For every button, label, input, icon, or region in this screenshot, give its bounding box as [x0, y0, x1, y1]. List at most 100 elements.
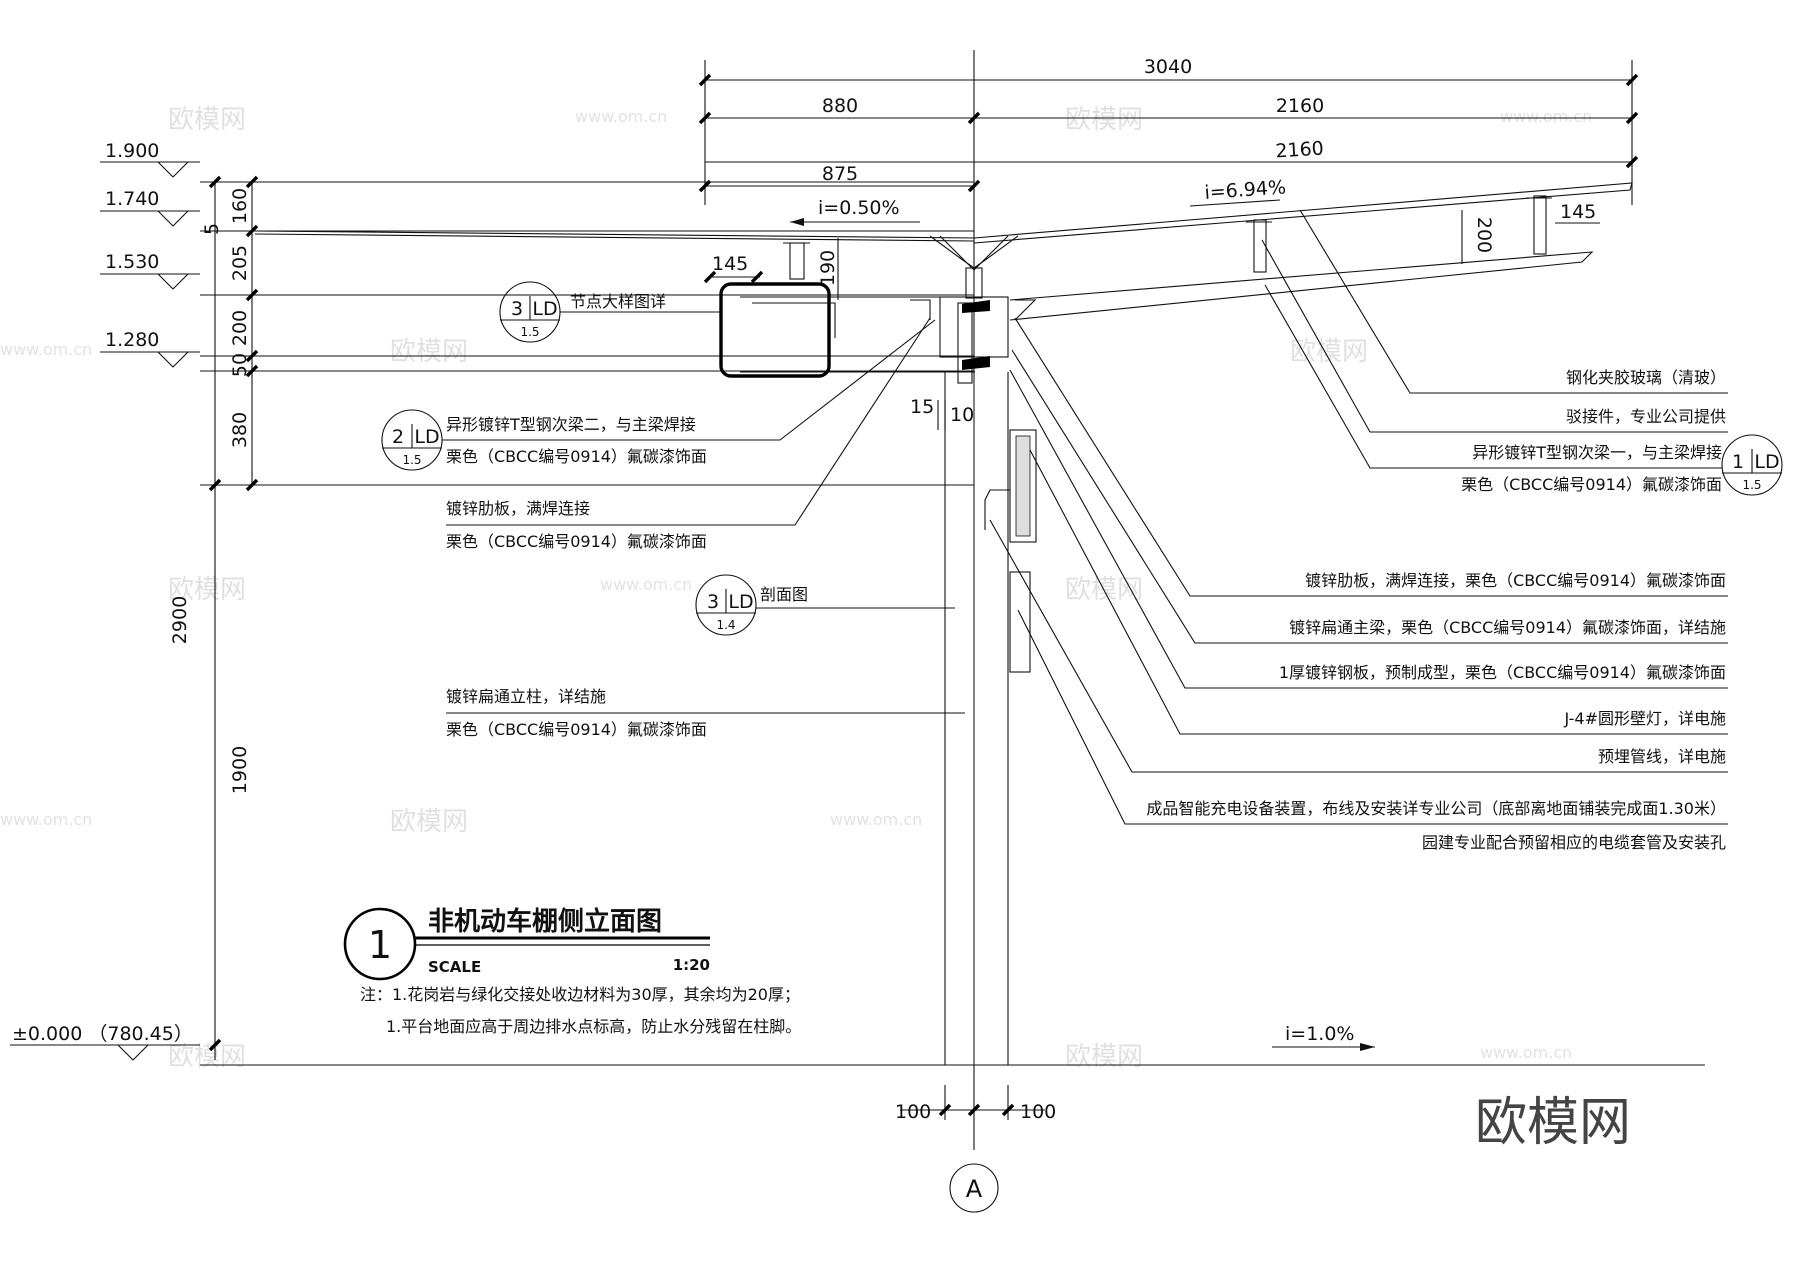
dim-right-width: 2160 — [1276, 95, 1324, 117]
watermark-brand: 欧模网 — [390, 807, 468, 837]
svg-text:节点大样图详: 节点大样图详 — [570, 292, 666, 311]
dim-145-left: 145 — [712, 253, 748, 275]
dim-200: 200 — [1473, 217, 1495, 253]
canopy-structure — [254, 182, 1633, 384]
svg-text:1.5: 1.5 — [1742, 478, 1761, 492]
section-callout: 3 LD 1.4 剖面图 — [695, 574, 955, 636]
watermark-url: www.om.cn — [1480, 1043, 1572, 1062]
right-annotation: 预埋管线，详电施 — [989, 519, 1728, 773]
bottom-dimensions: 100 100 A — [895, 1085, 1056, 1213]
watermark-brand: 欧模网 — [168, 105, 246, 135]
vdim: 160 — [229, 188, 251, 224]
svg-text:3: 3 — [511, 298, 523, 320]
svg-text:剖面图: 剖面图 — [760, 585, 808, 604]
vdim: 1900 — [229, 746, 251, 794]
dim-190: 190 — [817, 250, 839, 286]
title-number: 1 — [368, 923, 392, 967]
right-annotation: 1厚镀锌钢板，预制成型，栗色（CBCC编号0914）氟碳漆饰面 — [1009, 369, 1728, 689]
svg-text:异形镀锌T型钢次梁一，与主梁焊接: 异形镀锌T型钢次梁一，与主梁焊接 — [1472, 443, 1722, 462]
canopy-local-dims: 145 190 200 145 15 10 — [703, 201, 1600, 430]
vdim: 380 — [229, 412, 251, 448]
dim-10: 10 — [950, 404, 974, 426]
svg-text:LD: LD — [532, 298, 557, 320]
left-annotation: 镀锌扁通立柱，详结施 栗色（CBCC编号0914）氟碳漆饰面 — [446, 687, 965, 739]
right-annotation: 成品智能充电设备装置，布线及安装详专业公司（底部离地面铺装完成面1.30米） 园… — [1017, 609, 1728, 852]
right-annotation: 钢化夹胶玻璃（清玻） — [1299, 209, 1728, 394]
left-annotation: 异形镀锌T型钢次梁二，与主梁焊接 栗色（CBCC编号0914）氟碳漆饰面 — [442, 319, 936, 466]
svg-text:±0.000 （780.45）: ±0.000 （780.45） — [12, 1023, 193, 1045]
svg-text:预埋管线，详电施: 预埋管线，详电施 — [1598, 747, 1726, 766]
watermark-brand: 欧模网 — [168, 1042, 246, 1072]
right-annotation: 异形镀锌T型钢次梁一，与主梁焊接 栗色（CBCC编号0914）氟碳漆饰面 — [1264, 284, 1722, 494]
dim-left-width: 880 — [822, 95, 858, 117]
svg-text:1.530: 1.530 — [105, 251, 159, 273]
svg-text:1.4: 1.4 — [716, 618, 735, 632]
watermark-brand: 欧模网 — [1065, 105, 1143, 135]
svg-text:镀锌扁通立柱，详结施: 镀锌扁通立柱，详结施 — [446, 687, 606, 706]
svg-text:栗色（CBCC编号0914）氟碳漆饰面: 栗色（CBCC编号0914）氟碳漆饰面 — [446, 720, 707, 739]
svg-text:1: 1 — [1732, 451, 1744, 473]
level-marker: 1.900 — [100, 140, 200, 178]
watermark-url: www.om.cn — [600, 575, 692, 594]
svg-text:LD: LD — [728, 591, 753, 613]
watermark-url: www.om.cn — [575, 107, 667, 126]
vdim: 50 — [229, 353, 251, 377]
svg-text:驳接件，专业公司提供: 驳接件，专业公司提供 — [1566, 407, 1726, 426]
svg-text:镀锌肋板，满焊连接，栗色（CBCC编号0914）氟碳漆饰面: 镀锌肋板，满焊连接，栗色（CBCC编号0914）氟碳漆饰面 — [1305, 571, 1726, 590]
scale-label: SCALE — [428, 958, 481, 976]
slope-ground: i=1.0% — [1285, 1023, 1354, 1045]
svg-text:栗色（CBCC编号0914）氟碳漆饰面: 栗色（CBCC编号0914）氟碳漆饰面 — [446, 447, 707, 466]
dim-145-right: 145 — [1560, 201, 1596, 223]
column — [200, 372, 1705, 1066]
svg-text:J-4#圆形壁灯，详电施: J-4#圆形壁灯，详电施 — [1563, 709, 1726, 728]
svg-text:园建专业配合预留相应的电缆套管及安装孔: 园建专业配合预留相应的电缆套管及安装孔 — [1422, 833, 1726, 852]
svg-text:1.740: 1.740 — [105, 188, 159, 210]
svg-text:栗色（CBCC编号0914）氟碳漆饰面: 栗色（CBCC编号0914）氟碳漆饰面 — [446, 532, 707, 551]
watermark-url: www.om.cn — [830, 810, 922, 829]
svg-text:LD: LD — [1754, 451, 1779, 473]
scale-value: 1:20 — [673, 956, 710, 974]
svg-text:栗色（CBCC编号0914）氟碳漆饰面: 栗色（CBCC编号0914）氟碳漆饰面 — [1461, 475, 1722, 494]
dim-right-beam: 2160 — [1275, 138, 1325, 163]
svg-text:异形镀锌T型钢次梁二，与主梁焊接: 异形镀锌T型钢次梁二，与主梁焊接 — [446, 415, 696, 434]
corner-watermark: 欧模网 — [1475, 1093, 1631, 1153]
level-marker: 1.530 — [100, 251, 200, 290]
watermark-brand: 欧模网 — [390, 337, 468, 367]
level-marker: 1.740 — [100, 188, 200, 227]
watermark-brand: 欧模网 — [1290, 337, 1368, 367]
drawing-title: 非机动车棚侧立面图 — [428, 906, 662, 937]
title-block: 1 非机动车棚侧立面图 SCALE 1:20 注：1.花岗岩与绿化交接处收边材料… — [343, 906, 801, 1036]
detail-callout: 3 LD 1.5 节点大样图详 — [499, 281, 720, 343]
level-marker: 1.280 — [100, 329, 200, 368]
svg-text:1厚镀锌钢板，预制成型，栗色（CBCC编号0914）氟碳漆饰: 1厚镀锌钢板，预制成型，栗色（CBCC编号0914）氟碳漆饰面 — [1279, 663, 1726, 682]
watermark-url: www.om.cn — [1500, 107, 1592, 126]
right-annotation: J-4#圆形壁灯，详电施 — [1029, 449, 1728, 735]
slope-indicators: i=0.50% i=6.94% i=1.0% — [790, 176, 1375, 1051]
watermark-brand: 欧模网 — [1065, 1042, 1143, 1072]
charging-device — [1009, 571, 1031, 673]
watermark-layer: 欧模网 www.om.cn 欧模网 www.om.cn 欧模网 www.om.c… — [0, 105, 1592, 1072]
right-annotation: 镀锌肋板，满焊连接，栗色（CBCC编号0914）氟碳漆饰面 — [1014, 317, 1728, 597]
vdim: 200 — [229, 310, 251, 346]
dim-bottom-right: 100 — [1020, 1101, 1056, 1123]
dim-total-width: 3040 — [1144, 56, 1192, 78]
svg-text:1.280: 1.280 — [105, 329, 159, 351]
svg-text:镀锌扁通主梁，栗色（CBCC编号0914）氟碳漆饰面，详结施: 镀锌扁通主梁，栗色（CBCC编号0914）氟碳漆饰面，详结施 — [1289, 618, 1726, 637]
svg-text:1.5: 1.5 — [520, 325, 539, 339]
dim-left-beam: 875 — [822, 163, 858, 185]
svg-text:2: 2 — [392, 426, 404, 448]
axis-bubble — [949, 1163, 999, 1213]
axis-label: A — [966, 1175, 983, 1203]
watermark-url: www.om.cn — [0, 810, 92, 829]
watermark-url: www.om.cn — [0, 340, 92, 359]
right-annotation: 镀锌扁通主梁，栗色（CBCC编号0914）氟碳漆饰面，详结施 — [1011, 349, 1728, 644]
left-annotation: 镀锌肋板，满焊连接 栗色（CBCC编号0914）氟碳漆饰面 — [446, 317, 931, 551]
vdim: 2900 — [169, 596, 191, 644]
svg-text:LD: LD — [414, 426, 439, 448]
note-line: 注：1.花岗岩与绿化交接处收边材料为30厚，其余均为20厚； — [360, 985, 800, 1004]
right-annotation: 驳接件，专业公司提供 — [1261, 239, 1728, 433]
note-line: 1.平台地面应高于周边排水点标高，防止水分残留在柱脚。 — [386, 1017, 801, 1036]
detail-callout: 2 LD 1.5 — [381, 409, 443, 471]
watermark-brand: 欧模网 — [168, 575, 246, 605]
